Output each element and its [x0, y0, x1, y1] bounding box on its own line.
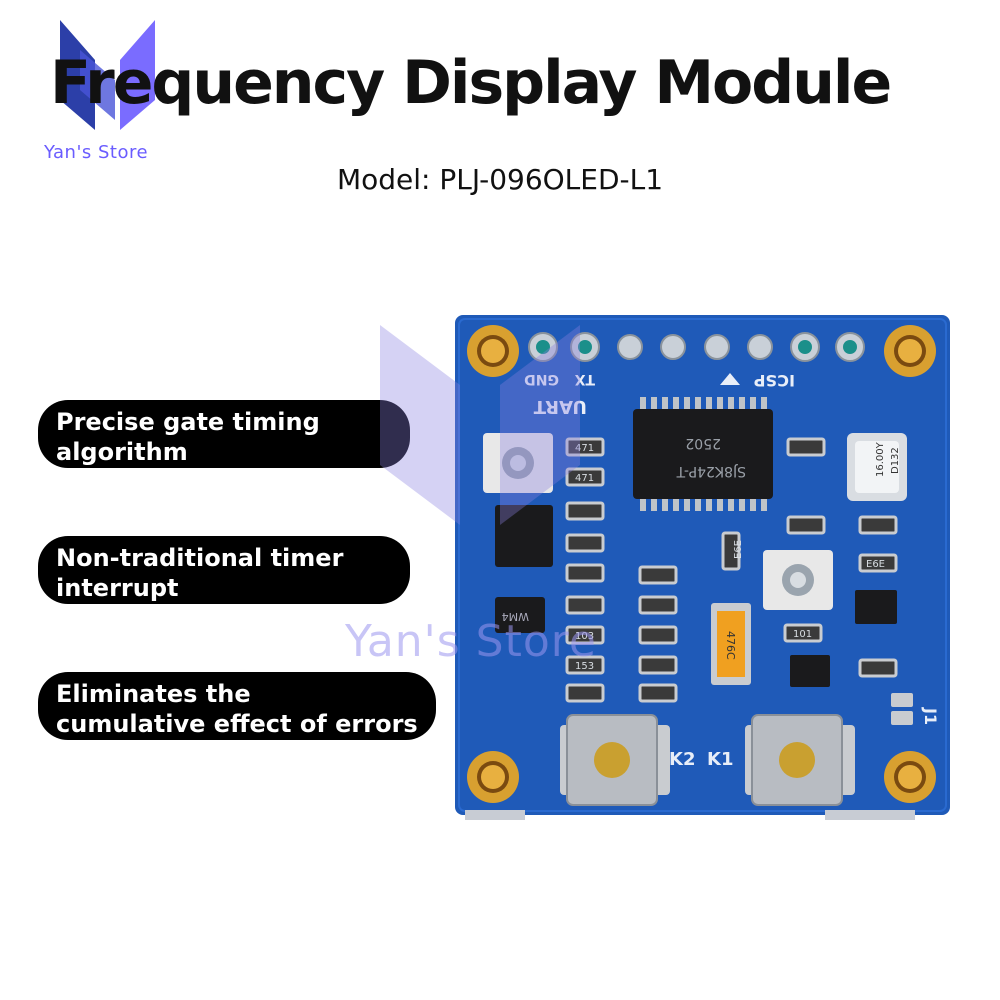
- feature-text: Non-traditional timer: [56, 544, 344, 572]
- feature-text: Precise gate timing: [56, 408, 320, 436]
- j1-pads: [891, 693, 913, 725]
- silk-j1: J1: [921, 707, 940, 725]
- silk-uart: UART: [533, 396, 587, 417]
- silk-icsp: ICSP: [753, 371, 795, 390]
- feature-text: cumulative effect of errors: [56, 710, 418, 738]
- regulator-label: WM4: [502, 610, 529, 623]
- crystal-oscillator: 16.00Y D132: [847, 433, 907, 501]
- store-name: Yan's Store: [44, 142, 149, 163]
- silk-tx: TX: [574, 371, 595, 387]
- cap-label: 476C: [724, 631, 737, 660]
- silk-k2: K2: [669, 749, 695, 770]
- feature-text: algorithm: [56, 438, 188, 466]
- res-101: 101: [793, 629, 812, 640]
- model-subtitle: Model: PLJ-096OLED-L1: [336, 163, 664, 196]
- mounting-hole: [884, 325, 936, 377]
- page-title: Frequency Display Module: [50, 48, 892, 118]
- feature-pill-eliminates-errors: Eliminates the cumulative effect of erro…: [38, 672, 436, 740]
- voltage-regulator: WM4: [495, 505, 553, 633]
- tantalum-capacitor: 476C: [711, 603, 751, 685]
- mounting-hole: [467, 325, 519, 377]
- crystal-code: D132: [890, 447, 901, 474]
- e6e-label-1: E6E: [733, 540, 744, 559]
- chip-code: 2502: [685, 435, 721, 451]
- chip-label: SJ8K24P-T: [676, 463, 746, 479]
- mounting-hole: [467, 751, 519, 803]
- silk-k1: K1: [707, 749, 733, 770]
- res-103: 103: [575, 631, 594, 642]
- feature-pill-timer-interrupt: Non-traditional timer interrupt: [38, 536, 410, 604]
- feature-pill-gate-timing: Precise gate timing algorithm: [38, 400, 410, 468]
- crystal-label: 16.00Y: [875, 441, 886, 477]
- feature-text: Eliminates the: [56, 680, 251, 708]
- watermark-text: Yan's Store: [345, 616, 597, 667]
- microcontroller-chip: 2502 SJ8K24P-T: [633, 397, 773, 511]
- watermark-logo-icon: [380, 325, 580, 525]
- sot-chip: [790, 590, 897, 687]
- res-471-b: 471: [575, 473, 594, 484]
- store-logo-icon: [60, 20, 155, 130]
- mounting-hole: [884, 751, 936, 803]
- silk-gnd: GND: [524, 371, 559, 387]
- pcb-board-image: GND TX UART ICSP K2 K1 J1 2502 SJ8K24P-T…: [455, 315, 950, 820]
- e6e-label-2: E6E: [866, 559, 885, 570]
- res-153: 153: [575, 661, 594, 672]
- smd-components: [565, 437, 898, 703]
- potentiometer: [763, 550, 833, 610]
- button-k2: [560, 714, 670, 806]
- res-471-a: 471: [575, 443, 594, 454]
- potentiometer: [483, 433, 553, 493]
- feature-text: interrupt: [56, 574, 179, 602]
- button-k1: [745, 714, 855, 806]
